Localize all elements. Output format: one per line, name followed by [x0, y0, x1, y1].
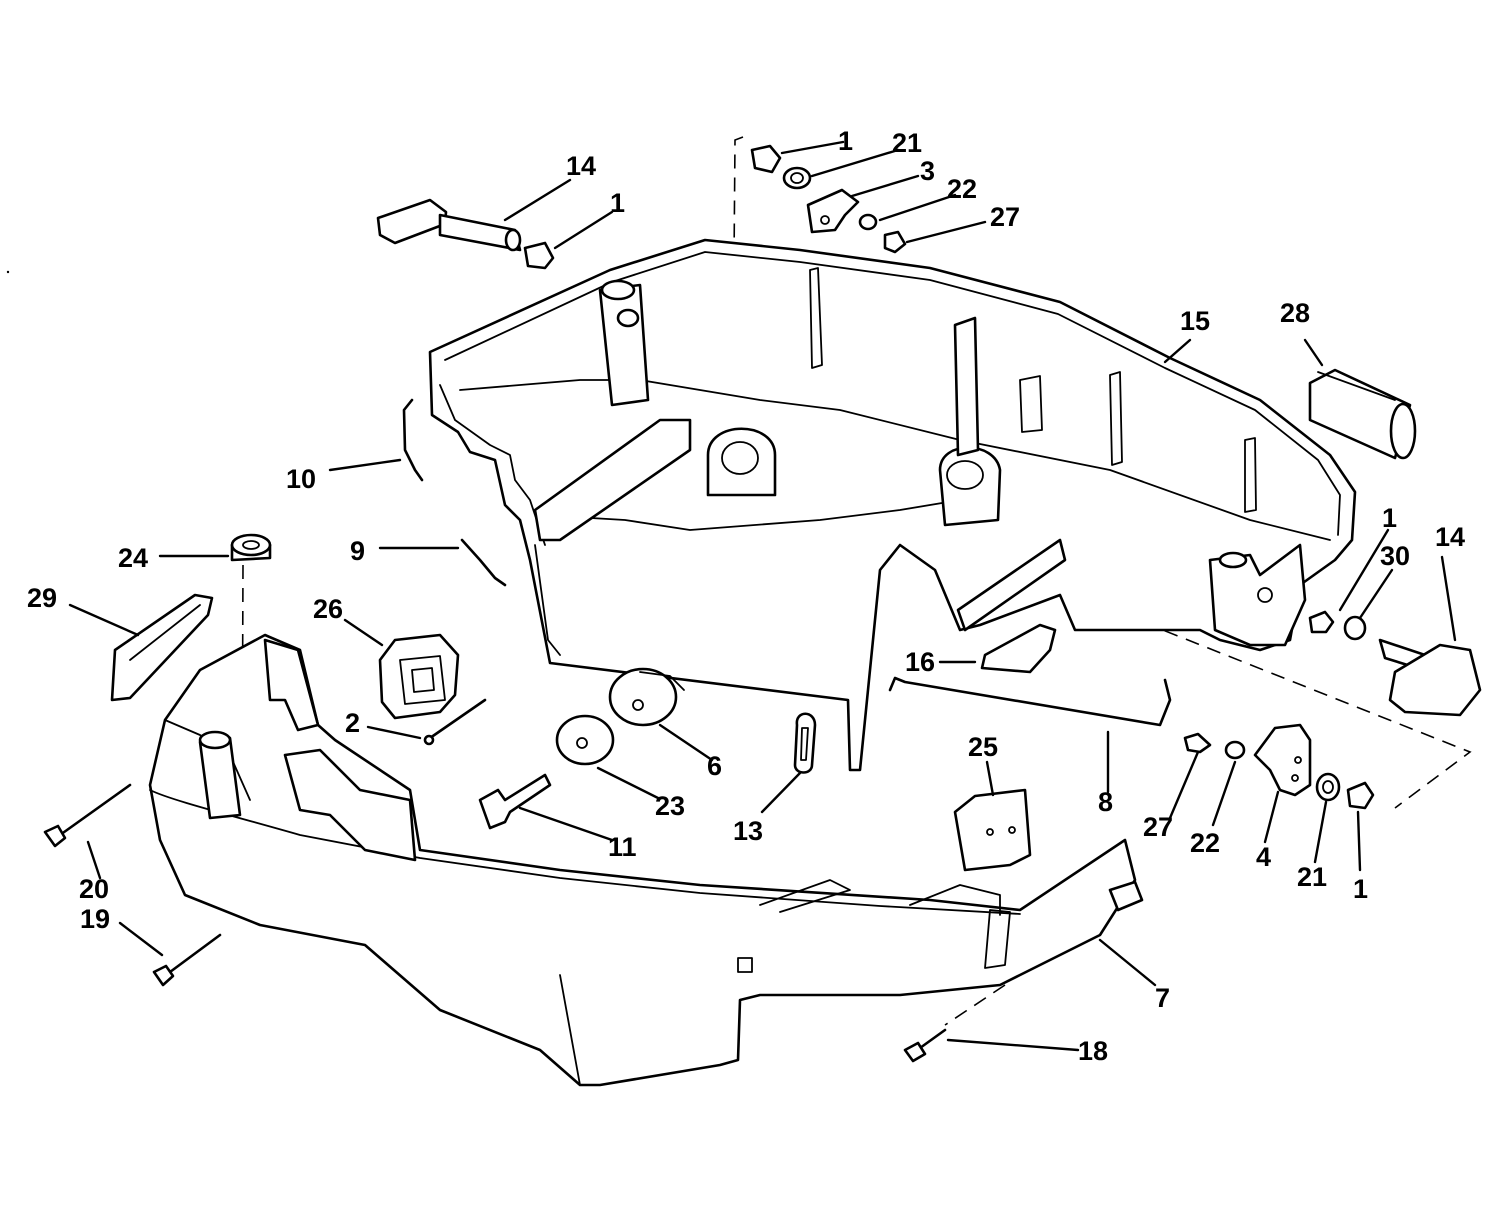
- callout-9: 9: [350, 536, 365, 566]
- nut-1-lower: [1346, 781, 1375, 810]
- callout-24: 24: [118, 543, 148, 573]
- grommet-link-13: [793, 712, 817, 774]
- catch-3: [806, 188, 860, 234]
- callout-26: 26: [313, 594, 343, 624]
- callout-6: 6: [707, 751, 722, 781]
- callout-11: 11: [608, 832, 637, 862]
- washer-21-lower: [1315, 772, 1341, 802]
- pad-16: [980, 623, 1057, 674]
- washer-22-top: [858, 213, 878, 231]
- callout-1-lower: 1: [1353, 874, 1368, 904]
- callout-16: 16: [905, 647, 935, 677]
- nut-1-right: [1308, 610, 1335, 634]
- callout-3: 3: [920, 156, 935, 186]
- upper-cover-15: [428, 238, 1357, 772]
- catch-4: [1253, 723, 1312, 797]
- pin-2: [423, 698, 487, 746]
- rubber-mount-6: [608, 667, 685, 727]
- lower-cover-7: [148, 633, 1144, 1087]
- callout-15: 15: [1180, 306, 1210, 336]
- callout-8: 8: [1098, 787, 1113, 817]
- rod-8: [888, 676, 1172, 727]
- callout-22-top: 22: [947, 174, 977, 204]
- scan-speck: [6, 270, 10, 274]
- callout-numbers: 1 21 3 22 27 14 1 15 28 10 9 24 29 26 1 …: [27, 126, 1465, 1066]
- nut-1-top-center: [750, 144, 782, 174]
- leader-lines: [68, 140, 1457, 1052]
- latch-handle-14-left: [376, 198, 522, 252]
- callout-1-top: 1: [838, 126, 853, 156]
- seal-strip-29: [110, 593, 214, 702]
- callout-10: 10: [286, 464, 316, 494]
- sleeve-28: [1308, 368, 1417, 460]
- callout-27-lower: 27: [1143, 812, 1173, 842]
- callout-7: 7: [1155, 983, 1170, 1013]
- stud-11: [478, 773, 552, 830]
- grommet-26: [378, 633, 460, 720]
- callout-23: 23: [655, 791, 685, 821]
- screw-27-lower: [1183, 732, 1212, 754]
- callout-14-left: 14: [566, 151, 596, 181]
- callout-21-lower: 21: [1297, 862, 1327, 892]
- callout-1-right: 1: [1382, 503, 1397, 533]
- bolt-19: [152, 933, 222, 987]
- wire-clip-10: [402, 398, 424, 482]
- callout-28: 28: [1280, 298, 1310, 328]
- washer-30: [1343, 615, 1367, 641]
- washer-21-top: [782, 166, 812, 190]
- callout-21-top: 21: [892, 128, 922, 158]
- callout-14-right: 14: [1435, 522, 1465, 552]
- callout-4: 4: [1256, 842, 1271, 872]
- callout-18: 18: [1078, 1036, 1108, 1066]
- callout-27-top: 27: [990, 202, 1020, 232]
- callout-19: 19: [80, 904, 110, 934]
- bolt-18: [903, 1028, 947, 1063]
- screw-27-top: [883, 230, 907, 254]
- latch-handle-14-right: [1378, 638, 1482, 717]
- callout-13: 13: [733, 816, 763, 846]
- callout-25: 25: [968, 732, 998, 762]
- washer-22-lower: [1224, 740, 1246, 760]
- callout-1-left: 1: [610, 188, 625, 218]
- washer-23: [555, 714, 615, 766]
- callout-29: 29: [27, 583, 57, 613]
- callout-2: 2: [345, 708, 360, 738]
- callout-20: 20: [79, 874, 109, 904]
- bolt-20: [43, 783, 132, 848]
- bracket-25: [953, 788, 1032, 872]
- callout-30: 30: [1380, 541, 1410, 571]
- callout-22-lower: 22: [1190, 828, 1220, 858]
- wire-clip-9: [460, 538, 507, 587]
- grommet-24: [230, 533, 272, 562]
- nut-1-top-left: [523, 241, 555, 270]
